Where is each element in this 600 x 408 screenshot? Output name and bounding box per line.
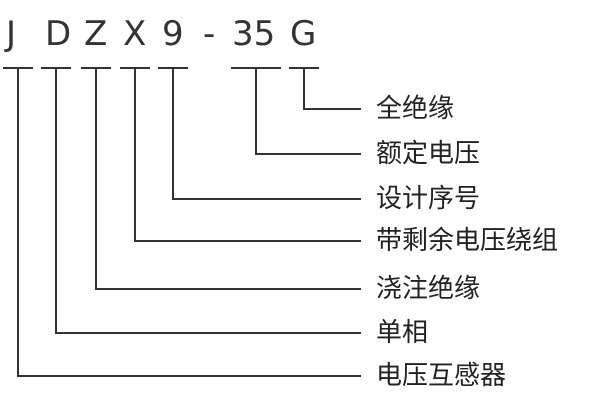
leader-j	[17, 67, 361, 377]
code-dash: -	[203, 14, 216, 54]
code-letter-x: X	[123, 14, 147, 54]
code-letter-d: D	[45, 14, 72, 54]
label-design-serial: 设计序号	[376, 184, 481, 214]
code-letter-j: J	[6, 14, 17, 54]
code-letter-g: G	[290, 14, 317, 54]
leader-x	[134, 67, 361, 242]
label-single-phase: 单相	[376, 318, 429, 348]
label-rated-voltage: 额定电压	[376, 139, 481, 169]
label-residual-voltage-winding: 带剩余电压绕组	[376, 226, 559, 256]
code-letter-z: Z	[84, 14, 108, 54]
leader-d	[55, 67, 361, 334]
leader-z	[95, 67, 361, 290]
leader-35	[255, 67, 361, 155]
code-digit-9: 9	[162, 14, 184, 54]
label-cast-insulation: 浇注绝缘	[376, 274, 481, 304]
label-voltage-transformer: 电压互感器	[376, 361, 507, 391]
leader-9	[172, 67, 361, 200]
leader-g	[303, 67, 361, 110]
code-number-35: 35	[232, 14, 276, 54]
label-full-insulation: 全绝缘	[376, 94, 455, 124]
